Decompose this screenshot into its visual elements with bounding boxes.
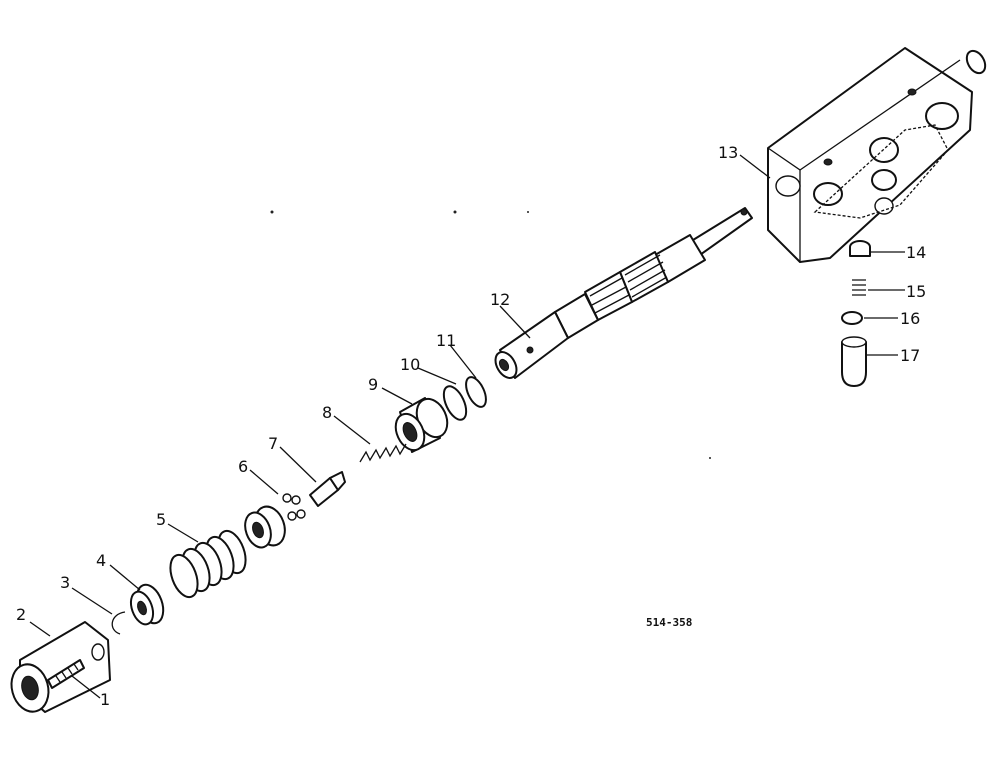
part-5-spring (169, 529, 247, 599)
part-2-cap (10, 621, 111, 713)
drawing-code: 514-358 (646, 616, 692, 629)
callout-14: 14 (906, 243, 926, 262)
callout-1: 1 (100, 690, 110, 709)
callout-6: 6 (238, 457, 248, 476)
callout-16: 16 (900, 309, 920, 328)
part-4-cup (129, 583, 165, 626)
scan-specks (270, 210, 711, 459)
callout-2: 2 (16, 605, 26, 624)
part-9-collar (394, 397, 449, 453)
part-7-poppet (309, 471, 346, 507)
callout-10: 10 (400, 355, 420, 374)
callout-11: 11 (436, 331, 456, 350)
part-15-spring (852, 279, 866, 296)
callout-13: 13 (718, 143, 738, 162)
callout-9: 9 (368, 375, 378, 394)
part-12-spool (494, 207, 753, 379)
leader-lines (29, 154, 905, 699)
callout-8: 8 (322, 403, 332, 422)
part-10-o-ring (442, 385, 468, 421)
part-14-plug (849, 240, 871, 257)
part-1-screw (47, 659, 85, 689)
callout-5: 5 (156, 510, 166, 529)
callout-7: 7 (268, 434, 278, 453)
part-13-valve-body (767, 47, 987, 263)
callout-3: 3 (60, 573, 70, 592)
part-6-balls (282, 493, 306, 521)
part-16-o-ring (841, 311, 863, 325)
callout-4: 4 (96, 551, 106, 570)
callout-17: 17 (900, 346, 920, 365)
seat-part (244, 505, 286, 549)
part-11-o-ring (465, 376, 487, 408)
callout-15: 15 (906, 282, 926, 301)
part-3-snap-ring (111, 611, 126, 635)
part-8-spring (359, 443, 407, 463)
callout-12: 12 (490, 290, 510, 309)
part-17-poppet (841, 336, 867, 387)
